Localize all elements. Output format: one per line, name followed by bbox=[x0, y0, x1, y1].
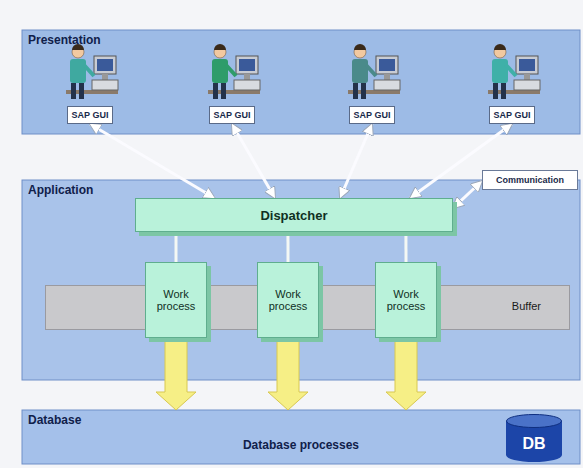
node-label: Work process bbox=[150, 288, 202, 312]
work-process-box: Work process bbox=[375, 262, 437, 338]
application-layer: ApplicationDispatcherCommunicationBuffer… bbox=[22, 180, 580, 380]
gui-label: SAP GUI bbox=[489, 106, 536, 124]
node-label: Communication bbox=[496, 175, 564, 185]
node-label: DB bbox=[522, 435, 545, 453]
node-label: Buffer bbox=[512, 300, 541, 312]
gui-label: SAP GUI bbox=[349, 106, 396, 124]
data-flow-arrow bbox=[156, 339, 196, 410]
database-layer: DatabaseDatabase processesDB bbox=[22, 410, 580, 464]
presentation-layer: PresentationSAP GUI SAP GUI SAP GUI SAP GUI bbox=[22, 30, 580, 134]
layer-ground bbox=[22, 30, 580, 134]
node-label: Work process bbox=[262, 288, 314, 312]
dispatcher-box: Dispatcher bbox=[135, 198, 453, 232]
database-cylinder: DB bbox=[506, 414, 562, 462]
node-label: SAP GUI bbox=[72, 110, 109, 120]
request-arrow bbox=[232, 124, 275, 198]
communication-box: Communication bbox=[482, 170, 578, 190]
layer-title: Database bbox=[28, 413, 81, 427]
node-label: Dispatcher bbox=[260, 208, 327, 223]
user-figure bbox=[208, 44, 260, 99]
user-figure bbox=[66, 44, 118, 99]
gui-label: SAP GUI bbox=[67, 106, 114, 124]
layer-subtitle: Database processes bbox=[22, 438, 580, 452]
gui-label: SAP GUI bbox=[209, 106, 256, 124]
layer-title: Application bbox=[28, 183, 93, 197]
node-label: SAP GUI bbox=[354, 110, 391, 120]
layer-ground bbox=[22, 410, 580, 464]
request-arrow bbox=[286, 232, 289, 262]
request-arrow bbox=[453, 181, 482, 208]
request-arrow bbox=[404, 232, 407, 262]
node-label: SAP GUI bbox=[214, 110, 251, 120]
user-figure bbox=[348, 44, 400, 99]
node-label: Work process bbox=[380, 288, 432, 312]
data-flow-arrow bbox=[386, 339, 426, 410]
layer-title: Presentation bbox=[28, 33, 101, 47]
work-process-box: Work process bbox=[257, 262, 319, 338]
request-arrow bbox=[175, 232, 178, 262]
work-process-box: Work process bbox=[145, 262, 207, 338]
node-label: SAP GUI bbox=[494, 110, 531, 120]
layer-ground bbox=[22, 180, 580, 380]
user-figure bbox=[488, 44, 540, 99]
request-arrow bbox=[340, 124, 372, 198]
data-flow-arrow bbox=[268, 339, 308, 410]
request-arrow bbox=[90, 124, 215, 198]
